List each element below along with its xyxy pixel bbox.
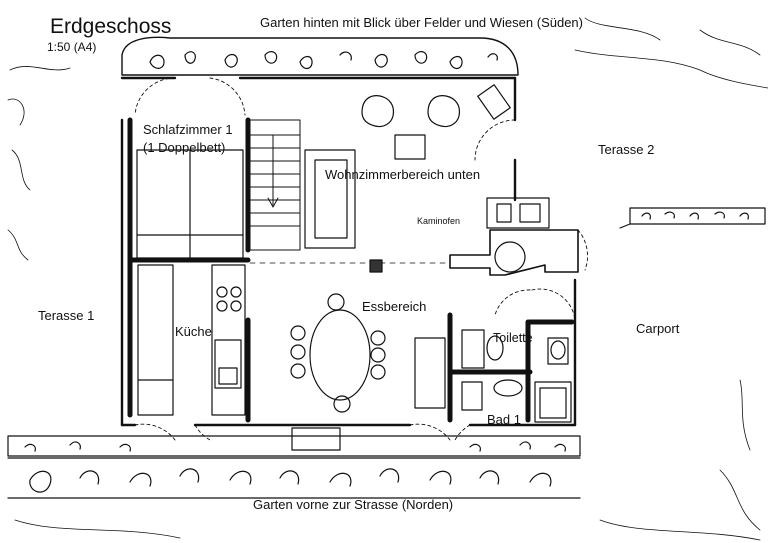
label-dining: Essbereich <box>362 299 427 314</box>
sofa <box>304 149 356 249</box>
label-toilet: Toilette <box>493 331 533 345</box>
pillar <box>369 259 383 273</box>
label-garden-front: Garten vorne zur Strasse (Norden) <box>253 497 454 512</box>
bathroom-fixtures <box>461 329 572 423</box>
label-terrace-1: Terasse 1 <box>38 308 95 323</box>
landscape-sketch <box>7 17 768 541</box>
double-bed <box>136 149 244 259</box>
label-bath: Bad 1 <box>487 412 521 427</box>
plan-scale: 1:50 (A4) <box>47 40 97 54</box>
front-hedge <box>7 435 581 499</box>
label-carport: Carport <box>636 321 680 336</box>
back-hedge <box>121 36 519 76</box>
label-bedroom: Schlafzimmer 1 <box>143 122 233 137</box>
dining-set <box>290 293 446 451</box>
staircase <box>249 119 301 251</box>
armchairs <box>361 84 511 160</box>
terrace-2-hedge <box>619 207 766 229</box>
label-fireplace: Kaminofen <box>417 216 461 226</box>
label-terrace-2: Terasse 2 <box>598 142 655 157</box>
label-kitchen: Küche <box>175 324 212 339</box>
exterior-walls <box>120 76 577 427</box>
label-garden-back: Garten hinten mit Blick über Felder und … <box>260 15 583 30</box>
label-bedroom-sub: (1 Doppelbett) <box>143 140 226 155</box>
kitchen-counter <box>137 264 246 416</box>
fireplace-block <box>449 197 579 276</box>
interior-walls <box>127 117 575 423</box>
door-swings <box>134 77 589 441</box>
plan-title: Erdgeschoss <box>50 15 172 38</box>
label-living: Wohnzimmerbereich unten <box>325 167 481 182</box>
